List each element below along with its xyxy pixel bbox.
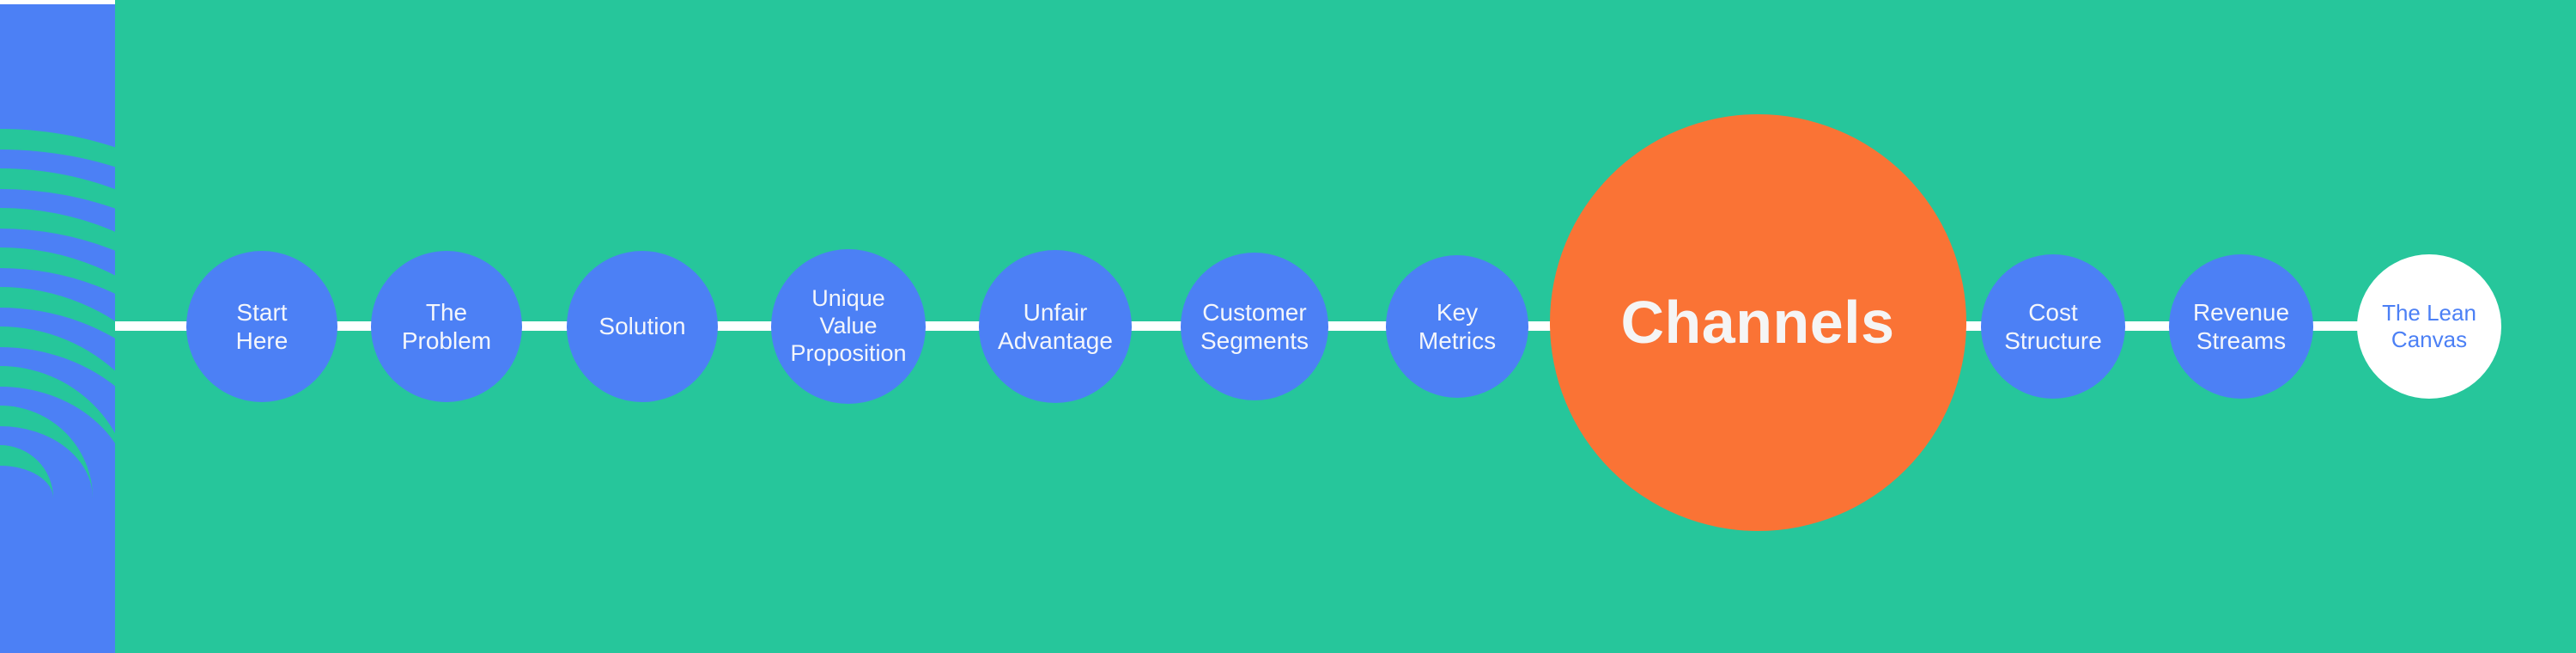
node-the-lean-canvas[interactable]: The Lean Canvas bbox=[2357, 254, 2501, 399]
node-unfair-advantage[interactable]: Unfair Advantage bbox=[979, 250, 1132, 403]
node-label-solution: Solution bbox=[598, 313, 686, 340]
connector-revenue-streams-to-the-lean-canvas bbox=[2310, 321, 2360, 331]
node-label-channels: Channels bbox=[1620, 288, 1895, 356]
node-label-unique-value-proposition: Unique Value Proposition bbox=[790, 285, 907, 366]
node-unique-value-proposition[interactable]: Unique Value Proposition bbox=[771, 249, 926, 404]
node-customer-segments[interactable]: Customer Segments bbox=[1181, 253, 1328, 400]
node-label-cost-structure: Cost Structure bbox=[2004, 298, 2102, 354]
concentric-arcs-icon bbox=[0, 0, 115, 653]
connector-cost-structure-to-revenue-streams bbox=[2122, 321, 2172, 331]
node-revenue-streams[interactable]: Revenue Streams bbox=[2169, 254, 2313, 399]
node-key-metrics[interactable]: Key Metrics bbox=[1386, 255, 1528, 398]
node-label-the-lean-canvas: The Lean Canvas bbox=[2382, 300, 2476, 352]
connector-unique-value-proposition-to-unfair-advantage bbox=[922, 321, 982, 331]
node-channels[interactable]: Channels bbox=[1549, 113, 1966, 531]
connector-deco-panel-to-start-here bbox=[115, 321, 194, 331]
panel-top-strip bbox=[0, 0, 115, 4]
connector-solution-to-unique-value-proposition bbox=[714, 321, 775, 331]
connector-channels-to-cost-structure bbox=[1959, 321, 1985, 331]
node-the-problem[interactable]: The Problem bbox=[371, 251, 522, 402]
connector-key-metrics-to-channels bbox=[1527, 321, 1556, 331]
connector-the-problem-to-solution bbox=[519, 321, 570, 331]
connector-customer-segments-to-key-metrics bbox=[1325, 321, 1388, 331]
node-solution[interactable]: Solution bbox=[567, 251, 718, 402]
connector-unfair-advantage-to-customer-segments bbox=[1128, 321, 1183, 331]
node-label-key-metrics: Key Metrics bbox=[1418, 298, 1497, 354]
connector-start-here-to-the-problem bbox=[333, 321, 374, 331]
node-label-the-problem: The Problem bbox=[401, 298, 492, 354]
node-label-revenue-streams: Revenue Streams bbox=[2192, 298, 2290, 354]
node-start-here[interactable]: Start Here bbox=[186, 251, 337, 402]
node-label-start-here: Start Here bbox=[235, 298, 289, 354]
decorative-arcs-panel bbox=[0, 0, 115, 653]
node-label-unfair-advantage: Unfair Advantage bbox=[998, 298, 1113, 354]
node-cost-structure[interactable]: Cost Structure bbox=[1981, 254, 2125, 399]
node-label-customer-segments: Customer Segments bbox=[1200, 298, 1309, 354]
